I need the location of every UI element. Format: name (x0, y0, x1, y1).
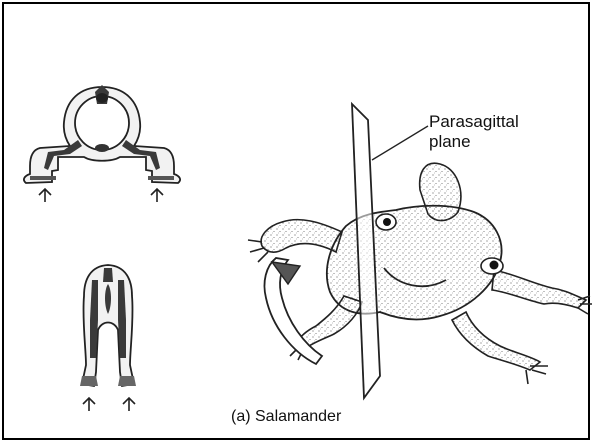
up-arrow-icon (151, 189, 163, 202)
up-arrow-icon (83, 398, 95, 411)
up-arrow-icon (39, 189, 51, 202)
plane-label-line-1: Parasagittal (429, 112, 519, 132)
plane-label-line-2: plane (429, 132, 519, 152)
dorsal-view-skeleton (80, 265, 136, 386)
plane-leader-line (372, 126, 428, 160)
front-view-cross-section (24, 85, 180, 183)
figure-caption: (a) Salamander (231, 407, 341, 427)
up-arrow-icon (123, 398, 135, 411)
plane-label: Parasagittal plane (429, 112, 519, 152)
rotation-arrow-icon (264, 258, 322, 364)
